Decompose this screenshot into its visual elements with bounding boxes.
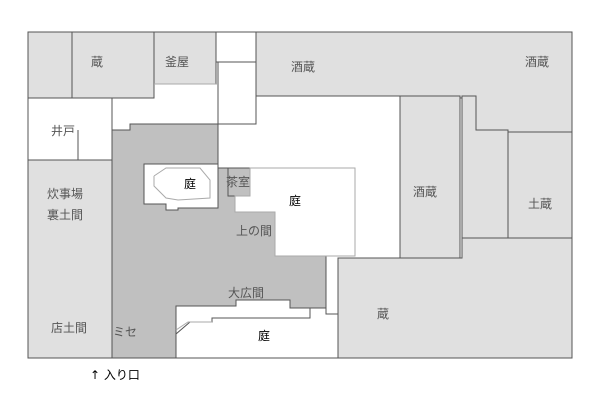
garden-center	[234, 167, 356, 257]
garden-inner-detail	[153, 167, 211, 201]
label-kura-bottom: 蔵	[377, 307, 389, 321]
label-niwa-bottom: 庭	[258, 328, 270, 343]
room-kura-top	[27, 31, 155, 99]
room-suijiba	[27, 159, 113, 359]
label-kami-no-ma: 上の間	[236, 224, 272, 238]
label-mise: ミセ	[113, 325, 137, 339]
room-ido	[27, 97, 113, 161]
label-kura-top: 蔵	[91, 55, 103, 69]
label-chashitsu: 茶室	[226, 174, 250, 189]
corridor-mid	[217, 61, 257, 125]
room-sakagura-mid	[399, 95, 461, 259]
label-sakagura-mid: 酒蔵	[413, 185, 437, 199]
label-niwa-inner: 庭	[184, 176, 196, 191]
label-suijiba-1: 炊事場	[47, 187, 83, 201]
label-niwa-center: 庭	[289, 193, 301, 208]
label-sakagura-top-right: 酒蔵	[525, 55, 549, 69]
label-kamaya: 釜屋	[165, 54, 189, 69]
label-dozo: 土蔵	[528, 197, 552, 211]
room-kura-bottom	[337, 237, 573, 359]
label-hiroma: 大広間	[228, 286, 264, 300]
corridor-top	[215, 31, 257, 63]
label-suijiba-2: 裏土間	[47, 207, 83, 222]
label-entrance: ↑ 入り口	[90, 368, 140, 382]
label-ido: 井戸	[51, 124, 75, 138]
label-sakagura-top: 酒蔵	[291, 60, 315, 74]
garden-bottom-detail	[175, 321, 212, 331]
label-mise-doma: 店土間	[51, 321, 87, 335]
room-dozo	[507, 131, 573, 239]
